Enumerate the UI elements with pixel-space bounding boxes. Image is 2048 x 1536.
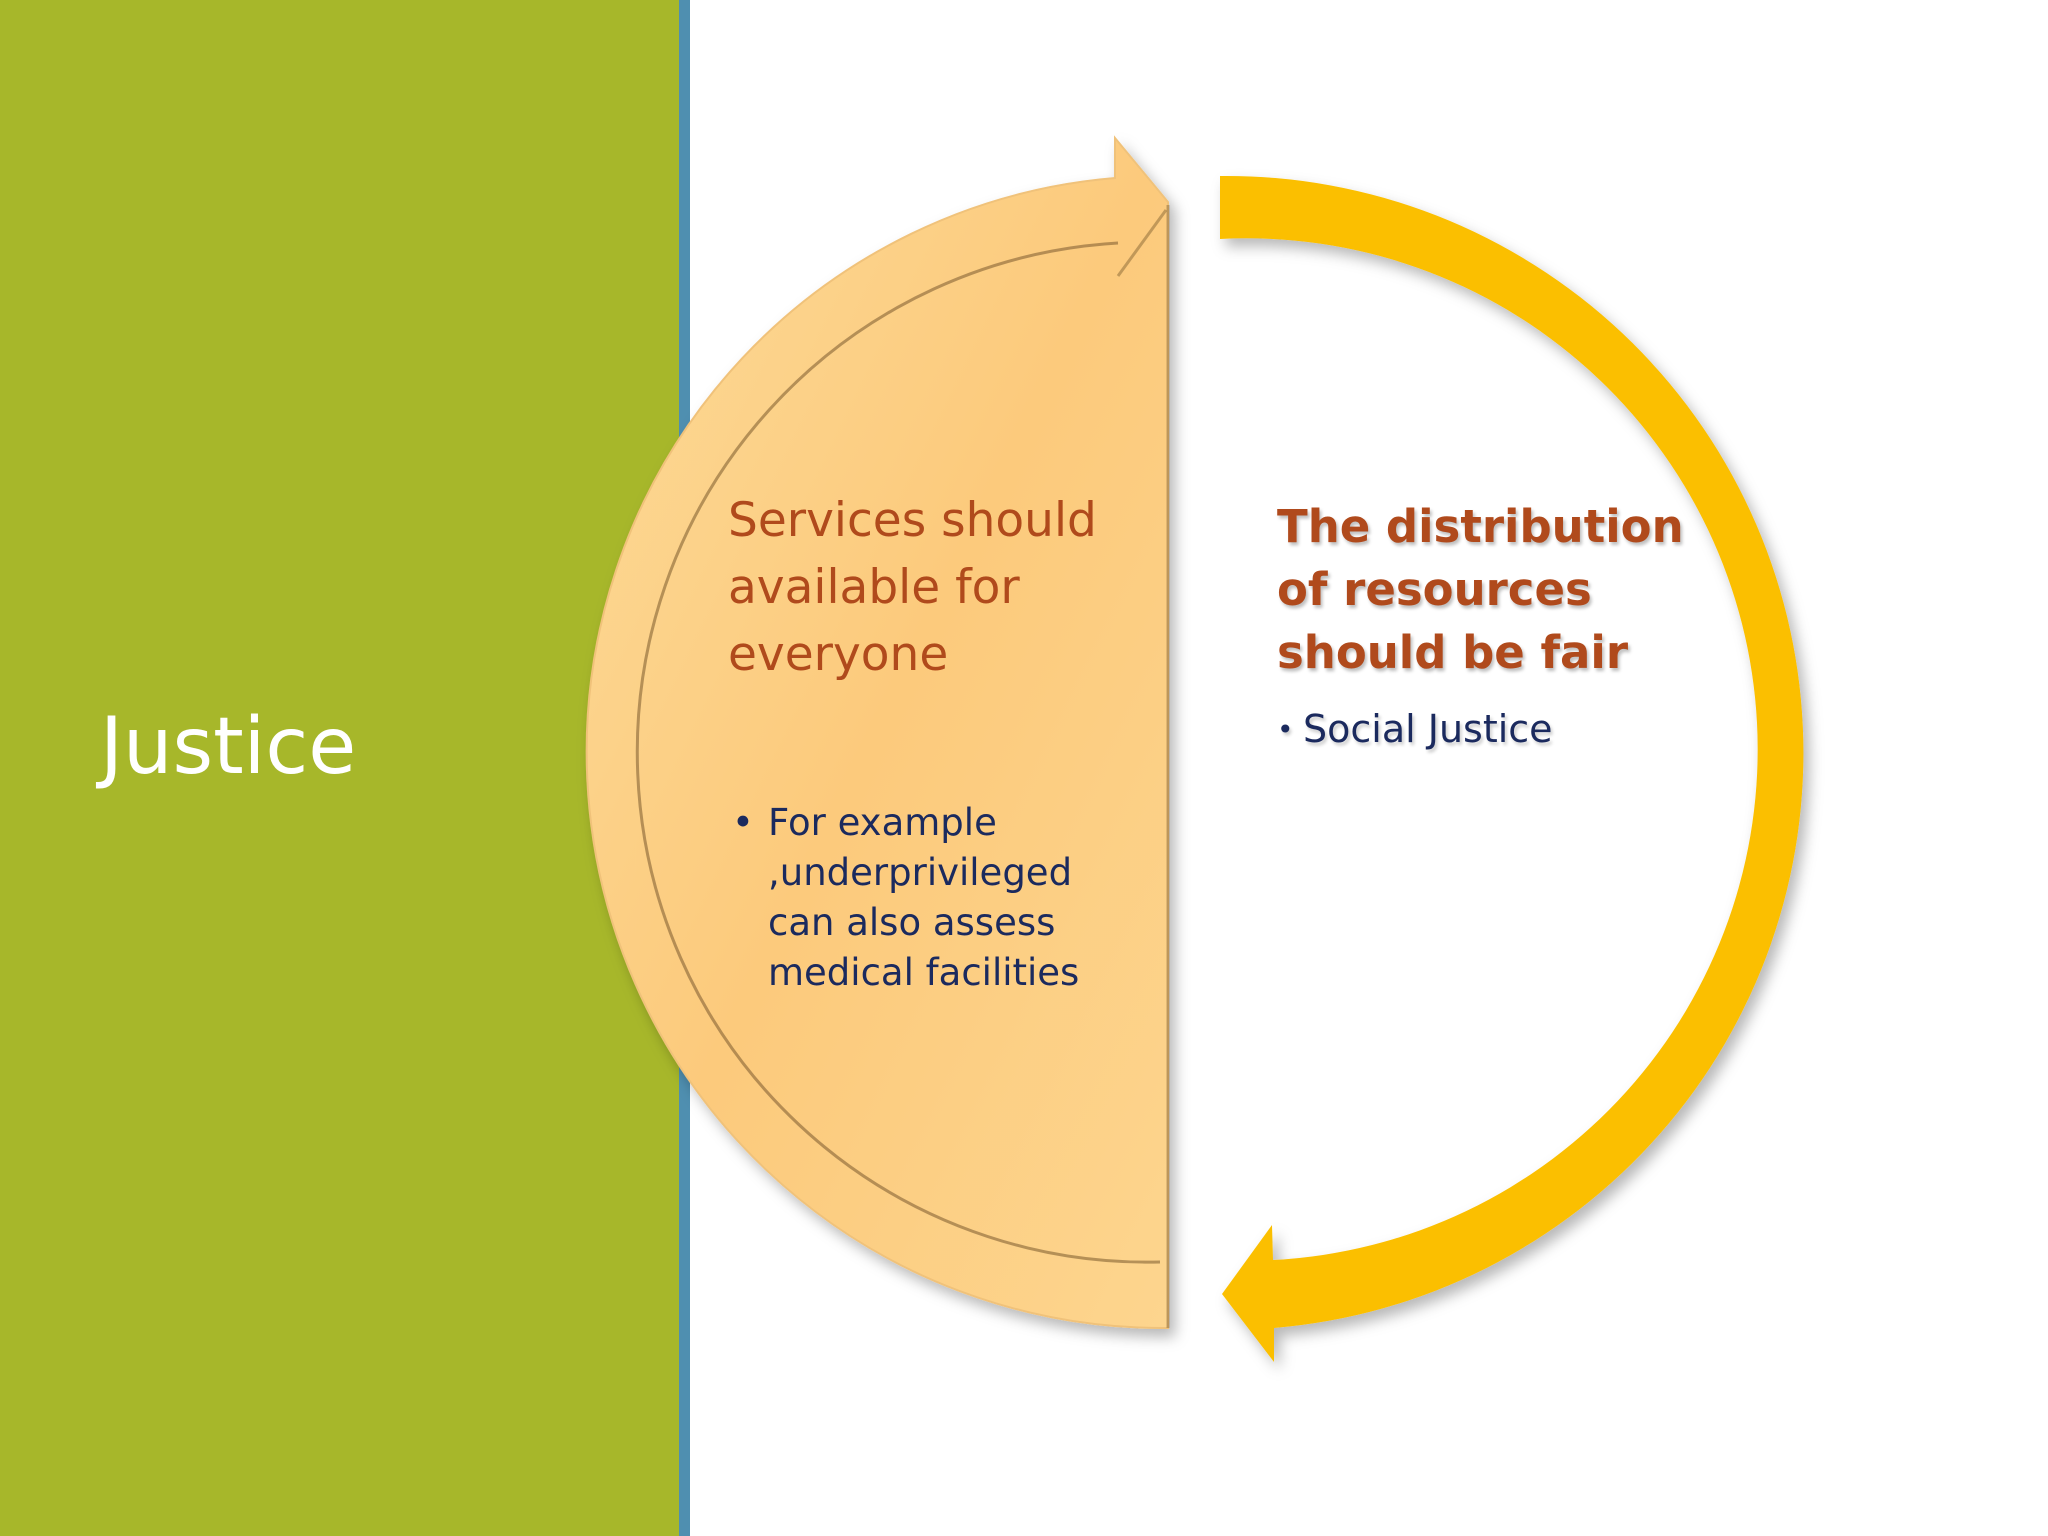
left-cycle-segment bbox=[585, 135, 1170, 1330]
left-segment-title: Services should available for everyone bbox=[728, 493, 1097, 683]
left-segment-bullets: •For example ,underprivileged can also a… bbox=[728, 798, 1118, 998]
left-segment-arrow-edge bbox=[1116, 209, 1168, 277]
right-cycle-arrow bbox=[1220, 175, 1804, 1363]
bullet-dot-icon: • bbox=[732, 801, 754, 844]
right-segment-bullet: •Social Justice bbox=[1277, 705, 1677, 754]
left-segment-inner-arc bbox=[635, 241, 1161, 1264]
slide-title: Justice bbox=[100, 702, 357, 792]
side-panel bbox=[0, 0, 679, 1536]
left-segment-bullet: •For example ,underprivileged can also a… bbox=[728, 798, 1118, 998]
right-segment-title: The distribution of resources should be … bbox=[1277, 500, 1684, 679]
right-segment-bullets: •Social Justice bbox=[1277, 705, 1677, 754]
bullet-dot-icon: • bbox=[1277, 713, 1294, 746]
